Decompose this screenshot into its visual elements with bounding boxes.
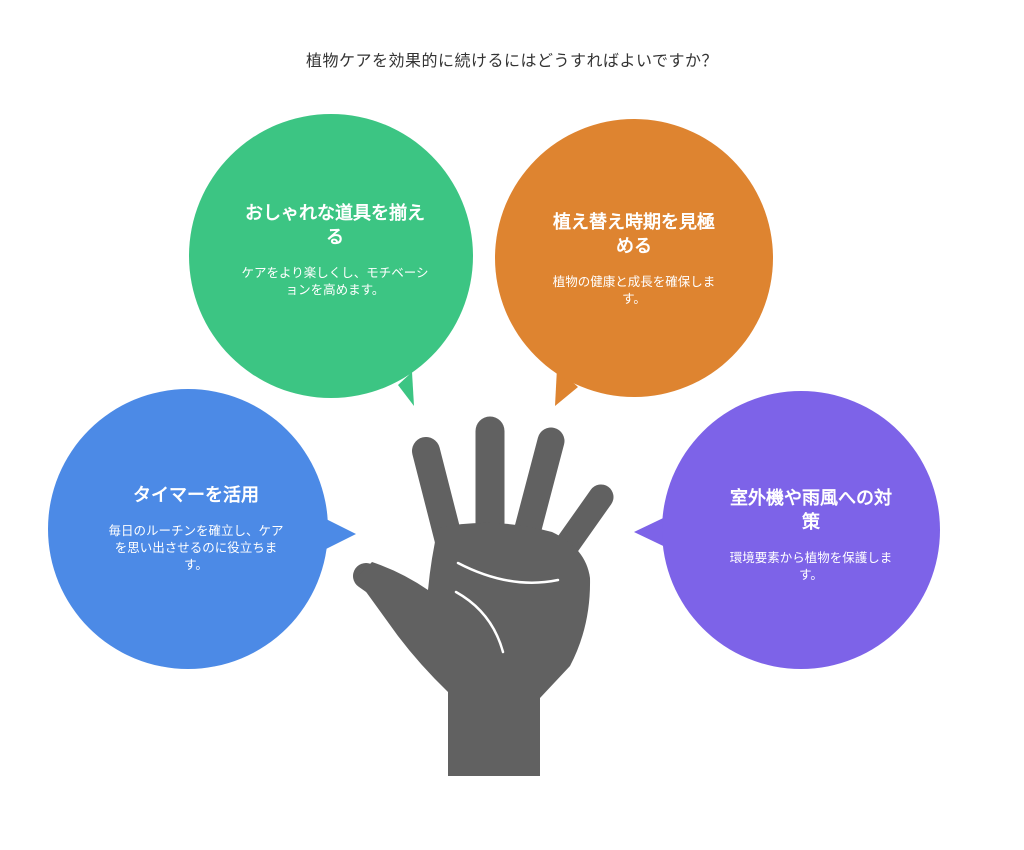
bubble-gear-tail bbox=[398, 372, 414, 406]
bubble-gear-circle bbox=[189, 114, 473, 398]
bubble-timer-body: 毎日のルーチンを確立し、ケアを思い出させるのに役立ちます。 bbox=[108, 523, 284, 572]
bubble-gear bbox=[189, 114, 473, 406]
bubble-outdoor-text: 室外機や雨風への対策 環境要素から植物を保護します。 bbox=[726, 487, 896, 583]
bubble-gear-text: おしゃれな道具を揃える ケアをより楽しくし、モチベーションを高めます。 bbox=[240, 202, 430, 298]
open-hand-icon bbox=[353, 416, 614, 776]
bubble-gear-body: ケアをより楽しくし、モチベーションを高めます。 bbox=[241, 265, 429, 297]
bubble-gear-heading: おしゃれな道具を揃える bbox=[245, 203, 425, 248]
bubble-outdoor-heading: 室外機や雨風への対策 bbox=[730, 488, 892, 533]
bubble-timer-heading: タイマーを活用 bbox=[133, 485, 259, 506]
bubble-repot-heading: 植え替え時期を見極める bbox=[553, 212, 715, 257]
hand-palm-line-heart bbox=[456, 561, 560, 584]
hand-finger-ring bbox=[511, 427, 565, 554]
bubble-outdoor-circle bbox=[662, 391, 940, 669]
bubble-repot bbox=[495, 119, 773, 406]
hand-palm bbox=[356, 522, 591, 776]
bubble-timer bbox=[48, 389, 356, 669]
bubble-repot-tail bbox=[555, 368, 578, 406]
page-title: 植物ケアを効果的に続けるにはどうすればよいですか？ bbox=[305, 51, 719, 70]
hand-palm-line-life bbox=[454, 590, 505, 654]
bubble-repot-body: 植物の健康と成長を確保します。 bbox=[552, 274, 716, 306]
bubble-repot-text: 植え替え時期を見極める 植物の健康と成長を確保します。 bbox=[548, 211, 720, 307]
bubble-timer-circle bbox=[48, 389, 328, 669]
bubble-timer-text: タイマーを活用 毎日のルーチンを確立し、ケアを思い出させるのに役立ちます。 bbox=[108, 484, 284, 573]
bubble-outdoor bbox=[634, 391, 940, 669]
bubble-outdoor-body: 環境要素から植物を保護します。 bbox=[729, 550, 893, 582]
bubble-repot-circle bbox=[495, 119, 773, 397]
